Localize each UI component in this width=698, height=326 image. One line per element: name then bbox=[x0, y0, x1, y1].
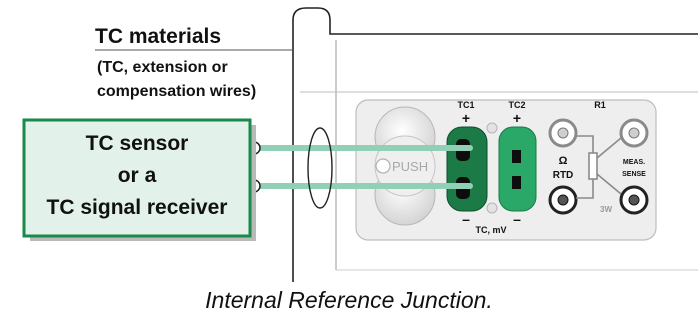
tc2-connector bbox=[498, 126, 537, 212]
tc1-plus-sign: + bbox=[462, 110, 470, 126]
resistor-symbol bbox=[588, 152, 598, 180]
tc2-socket-minus bbox=[512, 176, 521, 189]
sensor-label-line1: TC sensor bbox=[86, 132, 189, 155]
rtd-terminal-top-right-hole bbox=[628, 127, 640, 139]
r1-label: R1 bbox=[594, 100, 606, 110]
push-marker-dot bbox=[375, 158, 391, 174]
push-label: PUSH bbox=[392, 159, 428, 174]
resistor-lead-bottom bbox=[576, 179, 594, 199]
tc2-plus-sign: + bbox=[513, 110, 521, 126]
tc1-label: TC1 bbox=[457, 100, 474, 110]
sensor-label-line2: or a bbox=[118, 164, 157, 187]
tc2-socket-plus bbox=[512, 150, 521, 163]
tc2-label: TC2 bbox=[508, 100, 525, 110]
sense-label: SENSE bbox=[622, 171, 646, 178]
tc1-minus-sign: – bbox=[462, 211, 470, 227]
rtd-terminal-bottom-left-hole bbox=[557, 194, 569, 206]
meas-label: MEAS. bbox=[623, 159, 645, 166]
resistor-lead-top bbox=[576, 135, 594, 153]
tc2-minus-sign: – bbox=[513, 211, 521, 227]
rtd-label: RTD bbox=[553, 170, 574, 181]
three-wire-label: 3W bbox=[600, 205, 612, 214]
materials-subtitle-line1: (TC, extension or bbox=[97, 59, 228, 76]
screw-bottom bbox=[486, 202, 498, 214]
cable-bundle-ellipse bbox=[307, 127, 333, 209]
sensor-box bbox=[22, 118, 252, 238]
rtd-terminal-top-left-hole bbox=[557, 127, 569, 139]
materials-subtitle-line2: compensation wires) bbox=[97, 83, 256, 100]
tc-mv-label: TC, mV bbox=[475, 225, 506, 235]
figure-caption: Internal Reference Junction. bbox=[205, 287, 493, 313]
rtd-terminal-bottom-right-hole bbox=[628, 194, 640, 206]
sense-lead-top bbox=[596, 137, 622, 159]
materials-title: TC materials bbox=[95, 25, 221, 48]
sense-lead-bottom bbox=[596, 173, 622, 195]
ohm-symbol: Ω bbox=[559, 155, 568, 167]
device-body-outline bbox=[292, 7, 698, 282]
screw-top bbox=[486, 122, 498, 134]
sensor-label-line3: TC signal receiver bbox=[47, 196, 228, 219]
